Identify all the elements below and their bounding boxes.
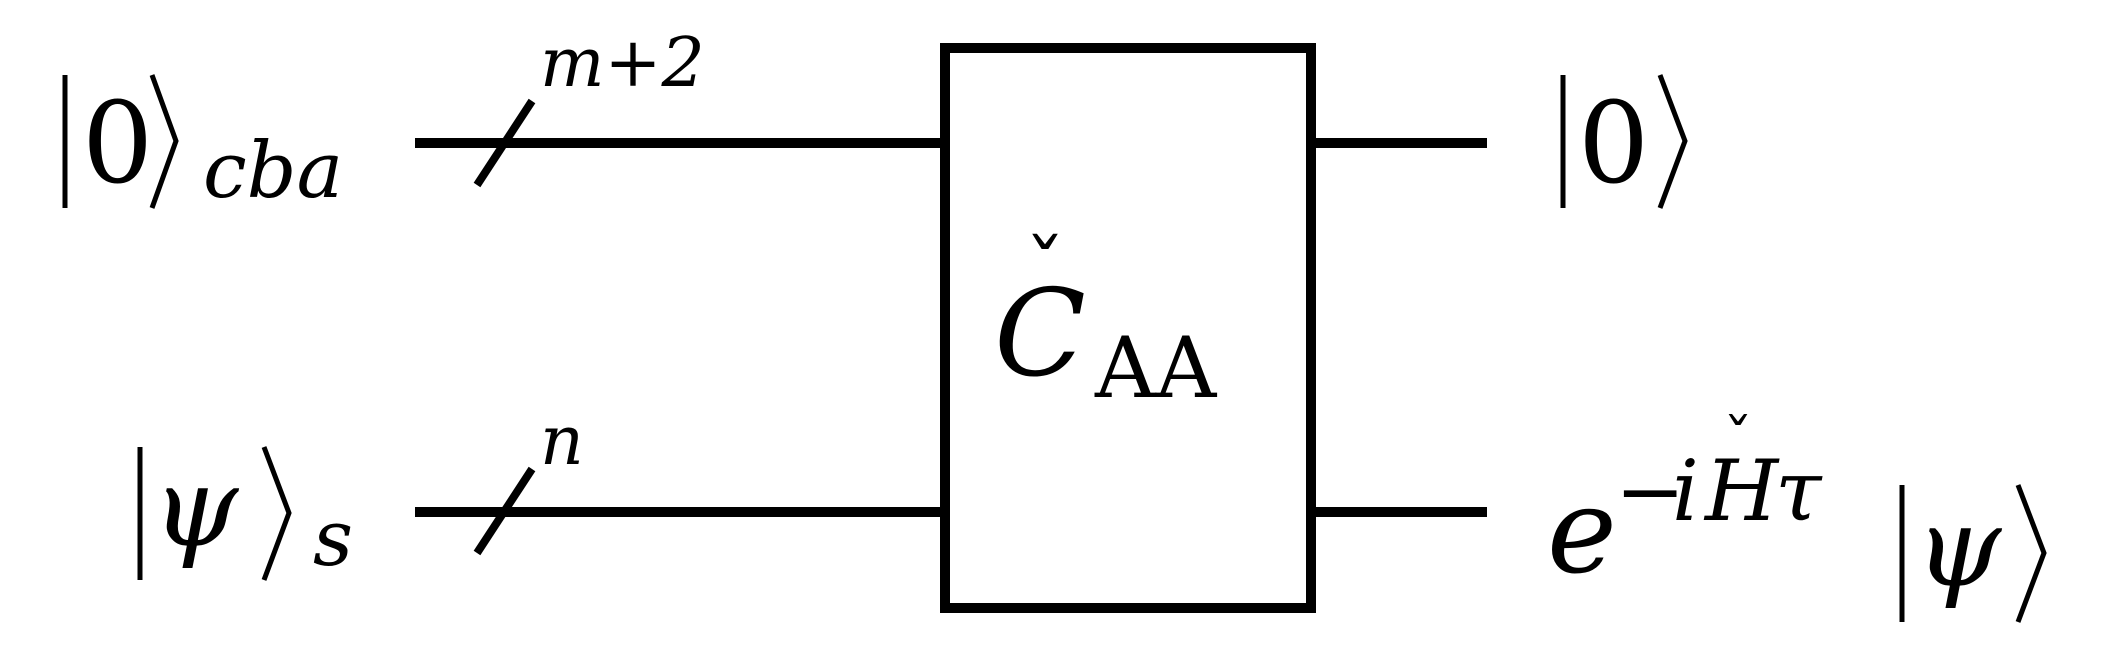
output-ket-psi-value: ψ — [1915, 483, 2003, 611]
input-ket-psi-subscript: s — [313, 494, 353, 584]
output-exponential-base: e — [1547, 462, 1617, 600]
input-ket-zero-subscript: cba — [203, 126, 343, 216]
gate-subscript: AA — [1094, 319, 1218, 417]
bus-slash-top — [473, 98, 536, 188]
output-ket-zero-value: 0 — [1578, 79, 1649, 209]
output-exponent-H: H — [1703, 442, 1780, 540]
input-ket-zero-cba: 0 cba — [62, 74, 343, 216]
ket-angle-icon — [149, 74, 179, 209]
output-exponent-i: i — [1672, 442, 1699, 540]
bus-slash-bottom — [473, 466, 536, 556]
bus-width-bottom-label: n — [540, 402, 584, 481]
gate-accent: ˇ — [1025, 225, 1066, 320]
output-evolved-state: e − i ˇ H τ ψ — [1547, 407, 2047, 623]
output-exponent-accent: ˇ — [1723, 407, 1753, 477]
output-exponent-tau: τ — [1775, 442, 1823, 540]
ket-angle-icon — [1657, 74, 1688, 209]
output-exponent-minus: − — [1615, 442, 1685, 540]
gate-symbol: C — [994, 265, 1086, 404]
gate-box — [940, 43, 1316, 613]
bus-width-top-label: m+2 — [540, 24, 705, 103]
input-ket-psi-value: ψ — [152, 443, 240, 571]
output-ket-zero: 0 — [1560, 74, 1688, 209]
ket-angle-icon — [261, 446, 292, 581]
ket-angle-icon — [2015, 484, 2047, 623]
input-ket-psi-s: ψ s — [137, 443, 353, 584]
input-ket-zero-value: 0 — [82, 79, 153, 209]
